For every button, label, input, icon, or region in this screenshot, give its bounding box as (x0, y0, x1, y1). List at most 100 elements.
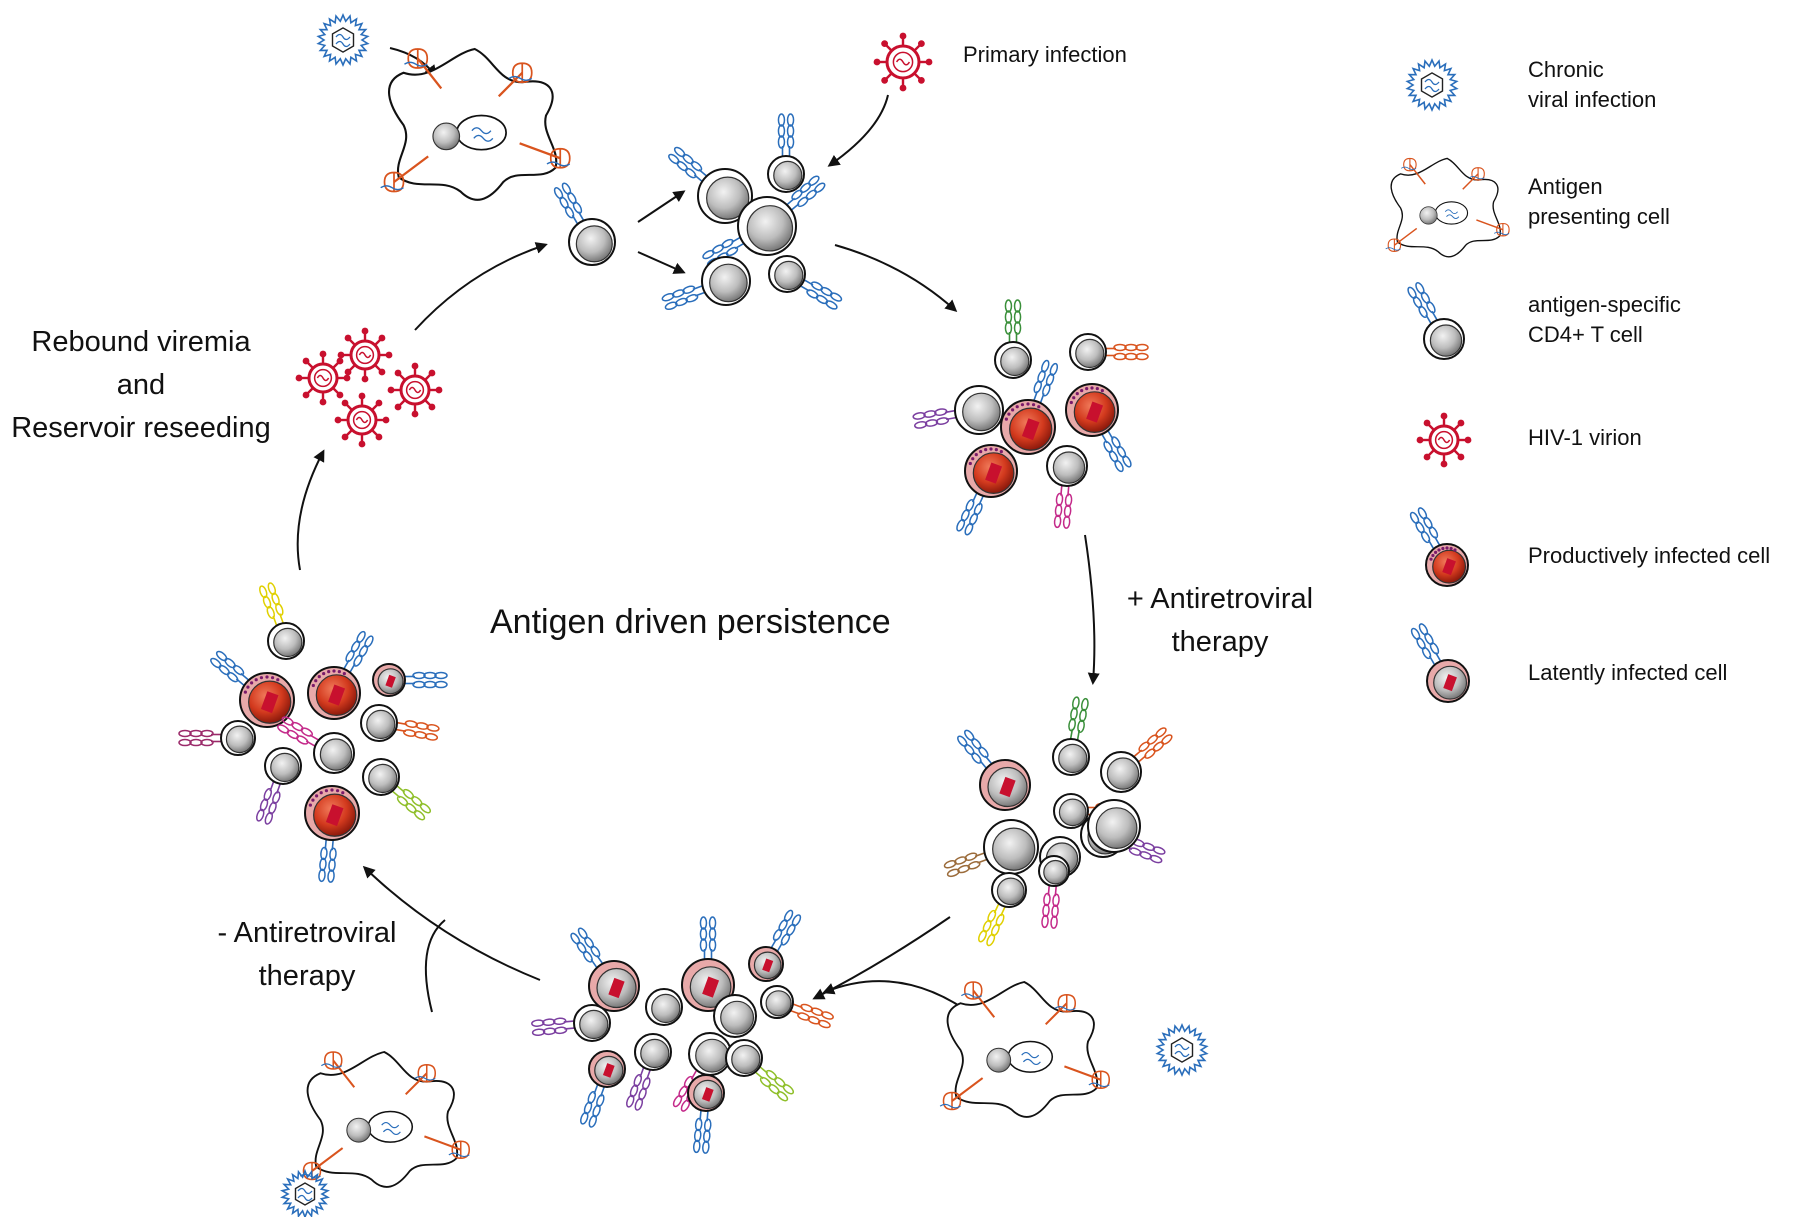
arrow-primary-infection (827, 94, 889, 167)
receptor (1033, 359, 1059, 404)
cd4-t-cell (1069, 333, 1149, 371)
chronic-virus (316, 12, 370, 68)
hiv-virion (1416, 412, 1472, 468)
plus-art-label: + Antiretroviral therapy (1105, 578, 1335, 664)
latently-infected-cell (748, 909, 802, 982)
receptor (626, 1067, 651, 1111)
arrow-apc-bottom-left (424, 919, 446, 1013)
cd4-t-cell (531, 1004, 611, 1042)
receptor (1407, 282, 1438, 324)
hiv-virion (387, 362, 443, 418)
cd4-t-cell (994, 299, 1032, 379)
productively-infected-cell (304, 785, 360, 883)
receptor (943, 852, 988, 878)
receptor (318, 839, 337, 883)
legend-virion-line-1: HIV-1 virion (1528, 425, 1642, 450)
cd4-t-cell (725, 1039, 795, 1102)
receptor (786, 175, 826, 211)
minus-art-line-1: - Antiretroviral (217, 917, 397, 949)
receptor (210, 650, 250, 686)
arrow-to-bottom-cluster (812, 916, 951, 1000)
legend-tcell-label: antigen-specific CD4+ T cell (1528, 290, 1681, 350)
legend-apc-line-2: presenting cell (1528, 204, 1670, 229)
cd4-t-cell (768, 255, 843, 310)
arrow-rebound-up (296, 449, 325, 571)
cd4-t-cell (178, 720, 256, 756)
hiv-virion (873, 32, 933, 92)
minus-art-label: - Antiretroviral therapy (192, 912, 422, 998)
receptor (1106, 343, 1149, 361)
cd4-t-cell (259, 582, 305, 660)
receptor (957, 729, 993, 769)
cd4-t-cell (362, 758, 432, 821)
cd4-t-cell (256, 747, 302, 825)
receptor (405, 671, 448, 689)
rebound-cluster (178, 582, 448, 883)
latently-infected-cell (570, 927, 640, 1012)
cd4-t-cell (1038, 855, 1070, 929)
receptor (770, 909, 802, 952)
receptor (956, 492, 984, 536)
cd4-t-cell (978, 872, 1027, 947)
cd4-t-cell (912, 385, 1004, 435)
latently-infected-cell (681, 916, 735, 1012)
cd4-t-cell (1100, 727, 1173, 793)
productively-infected-cell (1065, 383, 1132, 473)
antigen-presenting-cell (299, 1051, 471, 1188)
receptor (1041, 885, 1060, 929)
receptor (790, 1003, 834, 1029)
rebound-line-2: and (116, 369, 166, 401)
arrow-reseeding (414, 242, 548, 331)
bottom-cluster (531, 909, 834, 1154)
cd4-t-cell (1087, 799, 1141, 853)
receptor (178, 729, 221, 747)
receptor (531, 1017, 575, 1037)
antigen-presenting-cell (1385, 157, 1510, 258)
chronic-virus (280, 1168, 330, 1217)
productively-infected-cell (1409, 507, 1469, 587)
plus-art-line-2: therapy (1171, 626, 1269, 658)
antigen-presenting-cell (939, 981, 1111, 1118)
center-title: Antigen driven persistence (490, 603, 891, 641)
receptor (277, 716, 319, 747)
latently-infected-cell (372, 663, 448, 697)
chronic-virus (1405, 57, 1459, 113)
productively-infected-cell (1000, 359, 1059, 455)
receptor (1133, 727, 1173, 763)
receptor (553, 182, 585, 225)
legend-tcell-line-1: antigen-specific (1528, 292, 1681, 317)
infected-cluster (912, 299, 1149, 536)
receptor (1410, 623, 1442, 665)
receptor (661, 285, 705, 311)
legend-virion-label: HIV-1 virion (1528, 423, 1642, 453)
legend-apc-line-1: Antigen (1528, 174, 1603, 199)
cd4-t-cell (943, 819, 1039, 878)
rebound-label: Rebound viremia and Reservoir reseeding (0, 321, 282, 450)
receptor (1068, 696, 1089, 741)
receptor (755, 1066, 795, 1102)
legend-icons (1385, 57, 1510, 703)
expanded-clone (661, 113, 843, 311)
cd4-t-cell (713, 994, 757, 1038)
legend-tcell-line-2: CD4+ T cell (1528, 322, 1643, 347)
latently-infected-cell (1410, 623, 1470, 703)
antigen-presenting-cell (380, 47, 571, 201)
receptor (777, 113, 795, 156)
rebound-line-3: Reservoir reseeding (11, 412, 271, 444)
receptor (1101, 430, 1132, 473)
cd4-t-cell (1407, 282, 1465, 360)
cd4-t-cell (626, 1033, 672, 1111)
receptor (259, 582, 284, 626)
latently-infected-cell (687, 1074, 725, 1154)
legend-latent-label: Latently infected cell (1528, 658, 1727, 688)
chronic-virus (1155, 1022, 1209, 1078)
cycle-arrows (296, 47, 1100, 1023)
legend-chronic-label: Chronic viral infection (1528, 55, 1656, 115)
receptor (1409, 507, 1441, 549)
legend-productive-label: Productively infected cell (1528, 541, 1770, 571)
arrow-plus-art (1084, 534, 1100, 685)
receptor (668, 146, 708, 182)
hiv-virion (334, 392, 390, 448)
receptor (699, 916, 717, 959)
